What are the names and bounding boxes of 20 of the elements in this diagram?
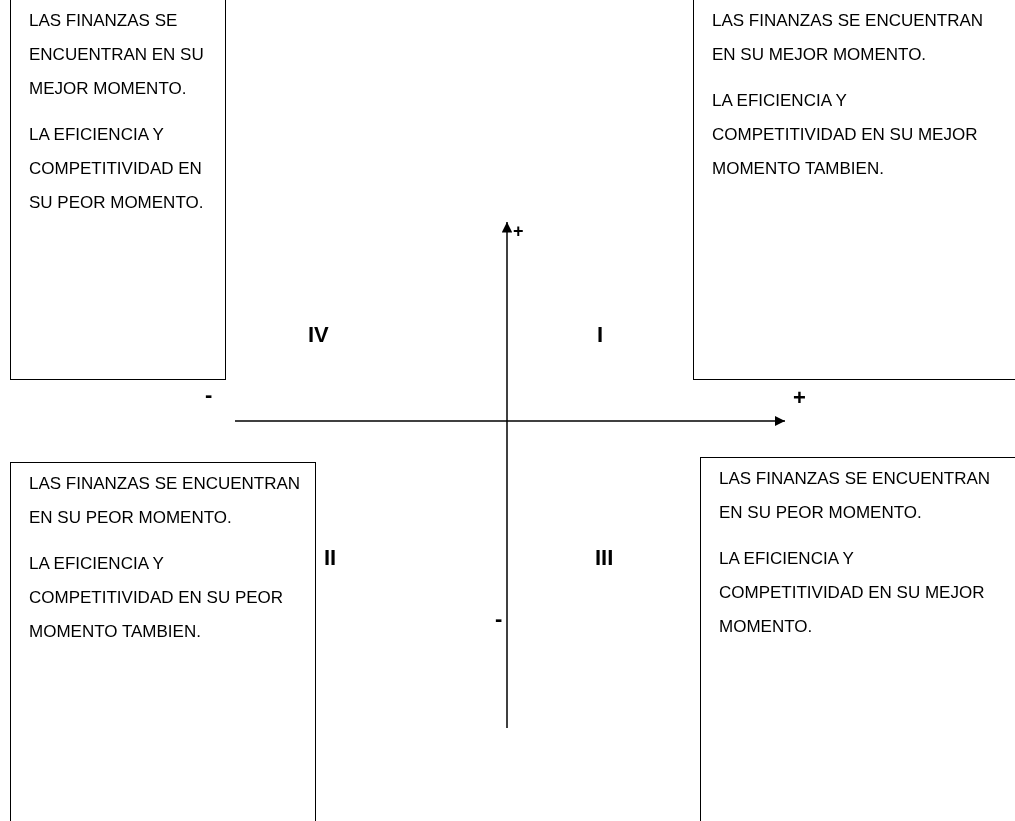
- quadrant-text: LAS FINANZAS SE ENCUENTRAN EN SU MEJOR MOMENTO.: [712, 10, 984, 66]
- quadrant-box: [10, 462, 316, 821]
- quadrant-text: LA EFICIENCIA Y COMPETITIVIDAD EN SU PEOR MOMENTO.: [29, 124, 205, 214]
- quadrant-number: II: [324, 547, 337, 569]
- quadrant-number: IV: [308, 324, 329, 346]
- quadrant-text: LA EFICIENCIA Y COMPETITIVIDAD EN SU MEJOR MOMENTO.: [719, 548, 986, 638]
- axis-sign: -: [205, 384, 213, 406]
- quadrant-number: I: [597, 324, 604, 346]
- quadrant-text: LAS FINANZAS SE ENCUENTRAN EN SU MEJOR MOMENTO.: [29, 10, 205, 100]
- axis-sign: -: [495, 608, 503, 630]
- quadrant-text: LAS FINANZAS SE ENCUENTRAN EN SU PEOR MOMENTO.: [29, 473, 301, 529]
- quadrant-box: [700, 457, 1015, 821]
- quadrant-box: [693, 0, 1015, 380]
- axis-sign: +: [793, 387, 806, 409]
- quadrant-text: LA EFICIENCIA Y COMPETITIVIDAD EN SU PEOR MOMENTO TAMBIEN.: [29, 553, 285, 643]
- quadrant-number: III: [595, 547, 614, 569]
- quadrant-text: LA EFICIENCIA Y COMPETITIVIDAD EN SU MEJOR MOMENTO TAMBIEN.: [712, 90, 979, 180]
- axis-sign: +: [513, 222, 524, 240]
- quadrant-box: [10, 0, 226, 380]
- quadrant-text: LAS FINANZAS SE ENCUENTRAN EN SU PEOR MOMENTO.: [719, 468, 991, 524]
